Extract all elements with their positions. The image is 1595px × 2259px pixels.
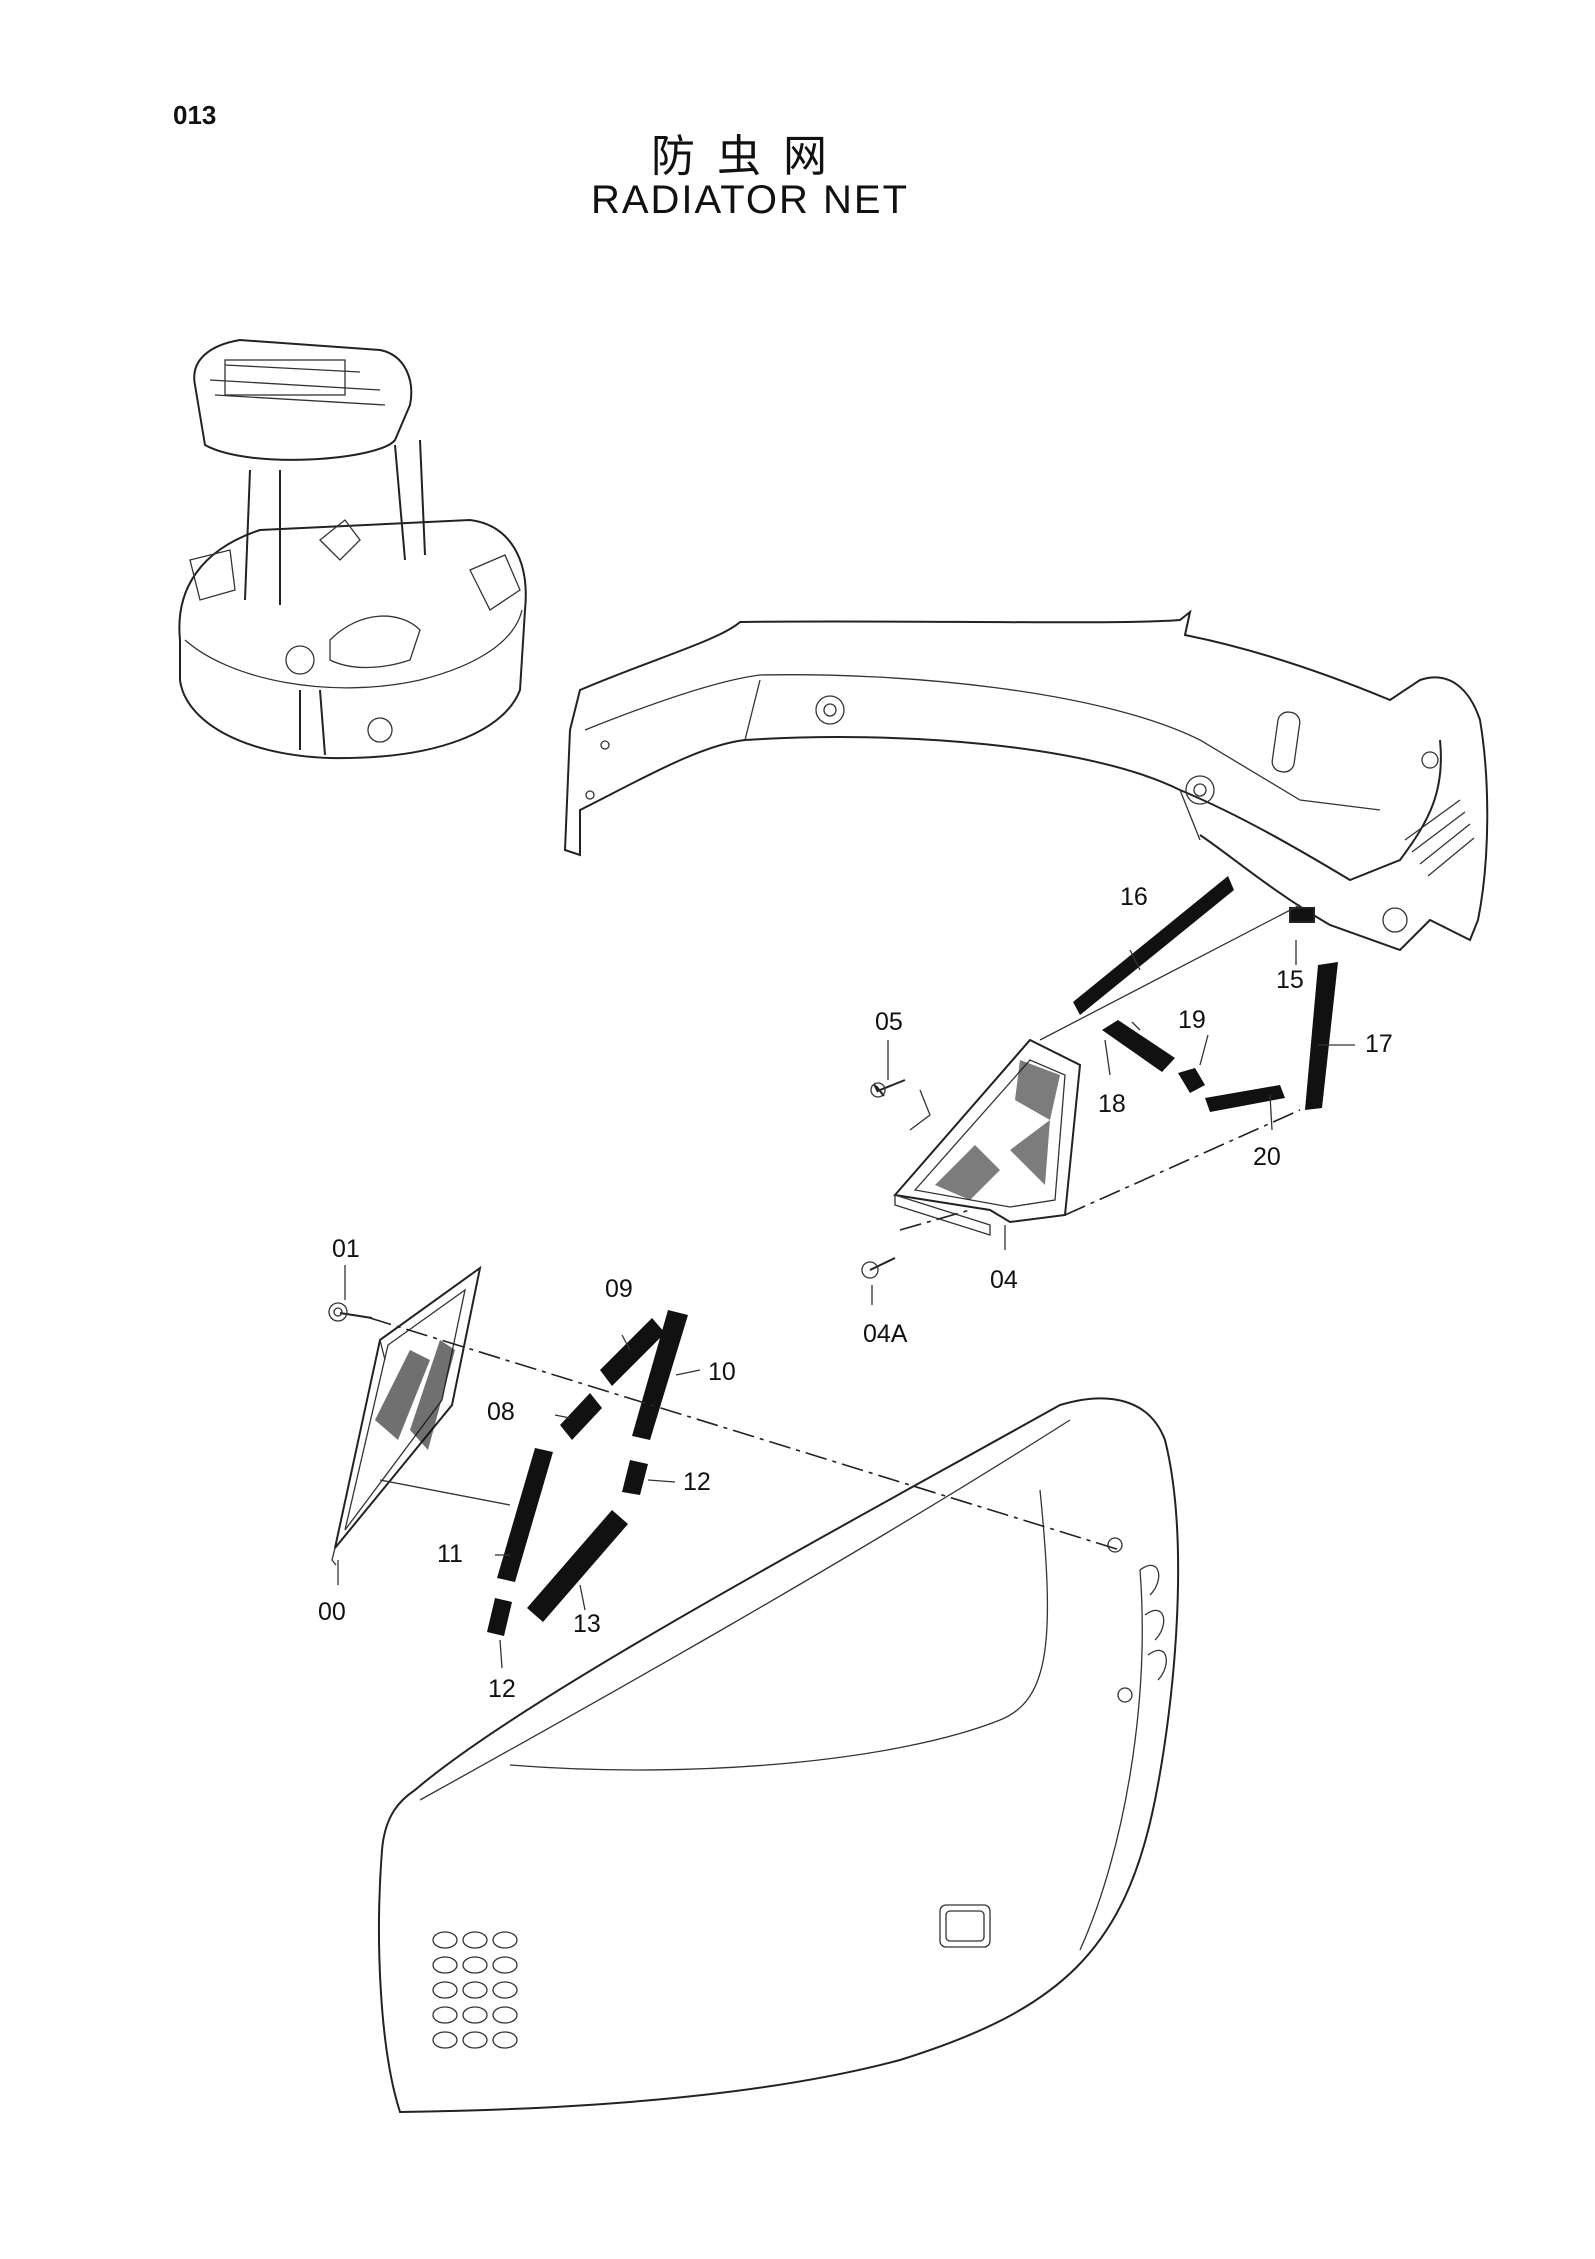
page-number: 013 xyxy=(173,100,217,130)
title-english: RADIATOR NET xyxy=(590,178,910,222)
seal-11 xyxy=(497,1448,553,1582)
callout-00: 00 xyxy=(318,1598,346,1626)
seal-16 xyxy=(1073,876,1234,1015)
callout-20: 20 xyxy=(1253,1143,1281,1171)
fasteners xyxy=(328,1079,906,1322)
callout-17: 17 xyxy=(1365,1030,1393,1058)
callout-11: 11 xyxy=(437,1540,463,1568)
seal-09 xyxy=(600,1318,665,1386)
upper-net-assembly-illustration xyxy=(893,1038,1082,1236)
callout-13: 13 xyxy=(573,1610,601,1638)
callout-05: 05 xyxy=(875,1008,903,1036)
callout-09: 09 xyxy=(605,1275,633,1303)
seal-strips xyxy=(487,876,1338,1636)
callout-12a: 12 xyxy=(683,1468,711,1496)
bolt-04a xyxy=(869,1257,896,1271)
machine-overview-illustration xyxy=(178,338,527,760)
side-cover-illustration xyxy=(378,1397,1180,2114)
seal-18 xyxy=(1102,1020,1175,1072)
seal-17 xyxy=(1305,962,1338,1110)
frame-housing-illustration xyxy=(563,609,1489,952)
callout-10: 10 xyxy=(708,1358,736,1386)
callout-12b: 12 xyxy=(488,1675,516,1703)
title-chinese: 防虫网 xyxy=(651,131,849,182)
seal-08 xyxy=(560,1393,602,1440)
callout-04: 04 xyxy=(990,1266,1018,1294)
seal-12a xyxy=(622,1460,648,1495)
callout-19: 19 xyxy=(1178,1006,1206,1034)
vent-holes xyxy=(432,1931,518,2049)
leader-lines xyxy=(337,904,1355,1669)
seal-12b xyxy=(487,1598,512,1636)
seal-15 xyxy=(1289,907,1315,923)
seal-19 xyxy=(1178,1068,1205,1093)
seal-20 xyxy=(1205,1085,1285,1112)
callout-18: 18 xyxy=(1098,1090,1126,1118)
lower-net-illustration xyxy=(331,1265,482,1566)
callout-08: 08 xyxy=(487,1398,515,1426)
seal-10 xyxy=(632,1310,688,1440)
callout-15: 15 xyxy=(1276,966,1304,994)
callout-04a: 04A xyxy=(863,1320,908,1348)
seal-13 xyxy=(527,1510,628,1622)
callout-labels: 16 15 17 05 19 18 20 04 04A 01 09 10 08 … xyxy=(318,883,1393,1703)
callout-16: 16 xyxy=(1120,883,1148,911)
callout-01: 01 xyxy=(332,1235,360,1263)
bolt-01 xyxy=(339,1312,373,1319)
